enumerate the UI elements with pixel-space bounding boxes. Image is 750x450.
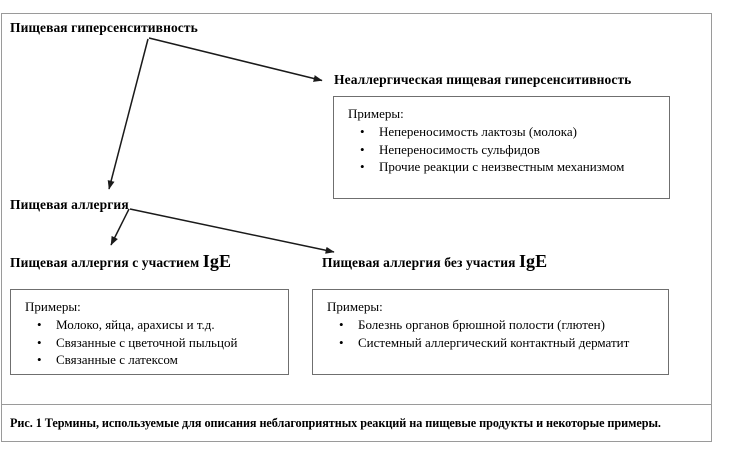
- examples-list: • Болезнь органов брюшной полости (глюте…: [327, 316, 668, 351]
- examples-box-non-ige-mediated: Примеры: • Болезнь органов брюшной полос…: [312, 289, 669, 375]
- examples-box-nonallergic: Примеры: • Непереносимость лактозы (моло…: [333, 96, 670, 199]
- examples-label: Примеры:: [25, 299, 81, 314]
- ige-abbreviation: IgE: [202, 251, 232, 271]
- examples-list: • Молоко, яйца, арахисы и т.д. • Связанн…: [25, 316, 288, 368]
- bullet-icon: •: [360, 158, 365, 174]
- list-item: • Непереносимость лактозы (молока): [348, 123, 669, 140]
- node-nonallergic-hypersensitivity-title: Неаллергическая пищевая гиперсенситивнос…: [334, 72, 632, 87]
- examples-box-content: Примеры: • Молоко, яйца, арахисы и т.д. …: [11, 290, 288, 368]
- bullet-icon: •: [339, 334, 344, 350]
- list-item: • Непереносимость сульфидов: [348, 141, 669, 158]
- examples-label: Примеры:: [348, 106, 404, 121]
- node-ige-mediated-allergy-label: Пищевая аллергия с участием: [10, 255, 203, 270]
- node-non-ige-mediated-allergy-label: Пищевая аллергия без участия: [322, 255, 519, 270]
- node-food-allergy-title: Пищевая аллергия: [10, 197, 129, 212]
- bullet-icon: •: [37, 334, 42, 350]
- examples-box-ige-mediated: Примеры: • Молоко, яйца, арахисы и т.д. …: [10, 289, 289, 375]
- node-non-ige-mediated-allergy-title: Пищевая аллергия без участия IgE: [322, 251, 548, 272]
- bullet-icon: •: [360, 141, 365, 157]
- bullet-icon: •: [37, 317, 42, 333]
- bullet-icon: •: [360, 124, 365, 140]
- figure-caption: Рис. 1 Термины, используемые для описани…: [10, 416, 661, 430]
- list-item: • Прочие реакции с неизвестным механизмо…: [348, 158, 669, 175]
- bullet-icon: •: [339, 317, 344, 333]
- list-item-text: Связанные с цветочной пыльцой: [56, 334, 238, 350]
- list-item-text: Болезнь органов брюшной полости (глютен): [358, 317, 605, 333]
- list-item-text: Прочие реакции с неизвестным механизмом: [379, 158, 625, 174]
- list-item-text: Связанные с латексом: [56, 351, 178, 367]
- examples-box-content: Примеры: • Непереносимость лактозы (моло…: [334, 97, 669, 175]
- examples-box-content: Примеры: • Болезнь органов брюшной полос…: [313, 290, 668, 351]
- node-food-hypersensitivity-title: Пищевая гиперсенситивность: [10, 20, 198, 35]
- bullet-icon: •: [37, 351, 42, 367]
- examples-list: • Непереносимость лактозы (молока) • Неп…: [348, 123, 669, 175]
- node-ige-mediated-allergy-title: Пищевая аллергия с участием IgE: [10, 251, 232, 272]
- ige-abbreviation: IgE: [518, 251, 548, 271]
- list-item: • Системный аллергический контактный дер…: [327, 334, 668, 351]
- list-item: • Связанные с цветочной пыльцой: [25, 334, 288, 351]
- caption-divider: [1, 404, 712, 405]
- list-item: • Молоко, яйца, арахисы и т.д.: [25, 316, 288, 333]
- list-item-text: Молоко, яйца, арахисы и т.д.: [56, 317, 215, 333]
- list-item-text: Системный аллергический контактный дерма…: [358, 334, 630, 350]
- list-item: • Связанные с латексом: [25, 351, 288, 368]
- list-item-text: Непереносимость сульфидов: [379, 141, 540, 157]
- list-item: • Болезнь органов брюшной полости (глюте…: [327, 316, 668, 333]
- list-item-text: Непереносимость лактозы (молока): [379, 124, 577, 140]
- examples-label: Примеры:: [327, 299, 383, 314]
